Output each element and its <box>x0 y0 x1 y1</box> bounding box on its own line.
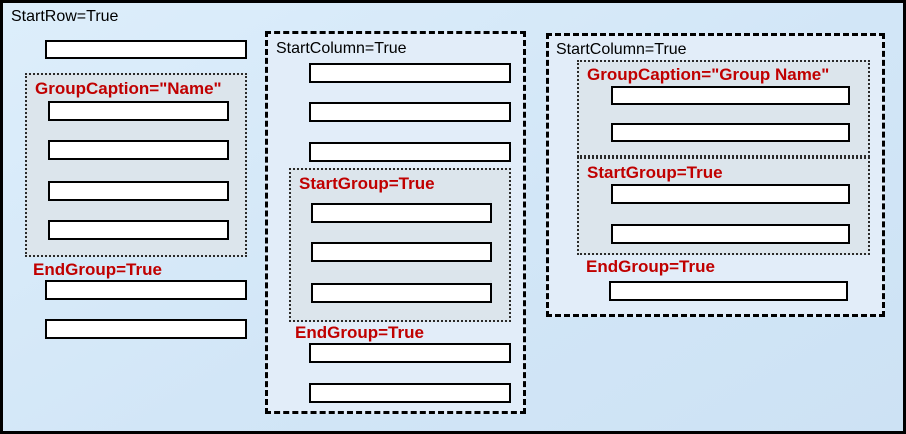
field-box <box>609 281 848 301</box>
startrow-label: StartRow=True <box>11 8 119 25</box>
endgroup-label: EndGroup=True <box>295 323 424 342</box>
column-right: StartColumn=True GroupCaption="Group Nam… <box>546 33 885 317</box>
field-box <box>309 383 511 403</box>
field-box <box>48 140 229 160</box>
field-box <box>311 242 492 262</box>
endgroup-label: EndGroup=True <box>33 260 162 279</box>
field-box <box>611 86 850 105</box>
field-box <box>45 280 247 300</box>
field-box <box>45 319 247 339</box>
column-middle: StartColumn=True StartGroup=True EndGrou… <box>265 31 526 414</box>
startcolumn-label: StartColumn=True <box>556 41 687 58</box>
startgroup-label: StartGroup=True <box>299 174 435 193</box>
field-box <box>45 40 247 59</box>
endgroup-label: EndGroup=True <box>586 257 715 276</box>
field-box <box>611 224 850 244</box>
field-box <box>311 283 492 303</box>
startcolumn-label: StartColumn=True <box>276 40 407 57</box>
field-box <box>48 101 229 121</box>
field-box <box>309 343 511 363</box>
group-caption-label: GroupCaption="Name" <box>35 79 222 98</box>
right-startgroup: StartGroup=True <box>577 157 870 255</box>
field-box <box>311 203 492 223</box>
middle-startgroup: StartGroup=True <box>289 168 511 322</box>
field-box <box>309 142 511 162</box>
field-box <box>309 102 511 122</box>
field-box <box>309 63 511 83</box>
field-box <box>611 184 850 204</box>
field-box <box>48 220 229 240</box>
startgroup-label: StartGroup=True <box>587 163 723 182</box>
name-group: GroupCaption="Name" <box>25 73 247 257</box>
field-box <box>48 181 229 201</box>
field-box <box>611 123 850 142</box>
groupname-group: GroupCaption="Group Name" <box>577 60 870 157</box>
group-caption-label: GroupCaption="Group Name" <box>587 65 830 84</box>
